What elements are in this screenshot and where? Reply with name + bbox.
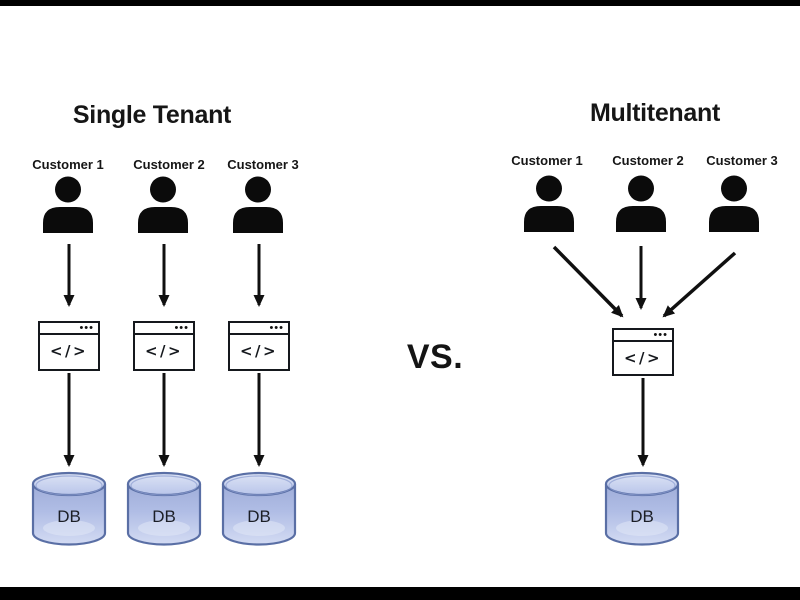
code-icon: </>	[623, 349, 663, 367]
app-window: ••• </>	[228, 321, 290, 371]
single-tenant-title: Single Tenant	[72, 101, 232, 129]
arrow-right-customer3-to-app	[662, 251, 737, 318]
right-customer1-label: Customer 1	[511, 153, 583, 168]
person-icon	[138, 176, 188, 233]
code-icon: </>	[49, 342, 89, 360]
person-icon	[43, 176, 93, 233]
app-window: ••• </>	[38, 321, 100, 371]
left-customer2-label: Customer 2	[133, 157, 205, 172]
database-icon: DB	[31, 471, 107, 546]
window-titlebar: •••	[135, 323, 193, 335]
db-label: DB	[630, 507, 654, 526]
app-window: ••• </>	[612, 328, 674, 376]
db-label: DB	[57, 507, 81, 526]
right-customer3-label: Customer 3	[706, 153, 778, 168]
database-icon: DB	[221, 471, 297, 546]
window-titlebar: •••	[230, 323, 288, 335]
right-customer2-label: Customer 2	[612, 153, 684, 168]
person-icon	[524, 175, 574, 232]
vs-label: VS.	[406, 338, 464, 376]
person-icon	[709, 175, 759, 232]
db-label: DB	[152, 507, 176, 526]
arrow-right-customer1-to-app	[552, 245, 624, 318]
person-icon	[616, 175, 666, 232]
left-customer1-label: Customer 1	[32, 157, 104, 172]
window-titlebar: •••	[40, 323, 98, 335]
code-icon: </>	[239, 342, 279, 360]
multitenant-title: Multitenant	[589, 99, 720, 127]
window-titlebar: •••	[614, 330, 672, 342]
letterbox-top	[0, 0, 800, 6]
letterbox-bottom	[0, 587, 800, 600]
db-label: DB	[247, 507, 271, 526]
person-icon	[233, 176, 283, 233]
database-icon: DB	[604, 471, 680, 546]
left-customer3-label: Customer 3	[227, 157, 299, 172]
database-icon: DB	[126, 471, 202, 546]
code-icon: </>	[144, 342, 184, 360]
app-window: ••• </>	[133, 321, 195, 371]
